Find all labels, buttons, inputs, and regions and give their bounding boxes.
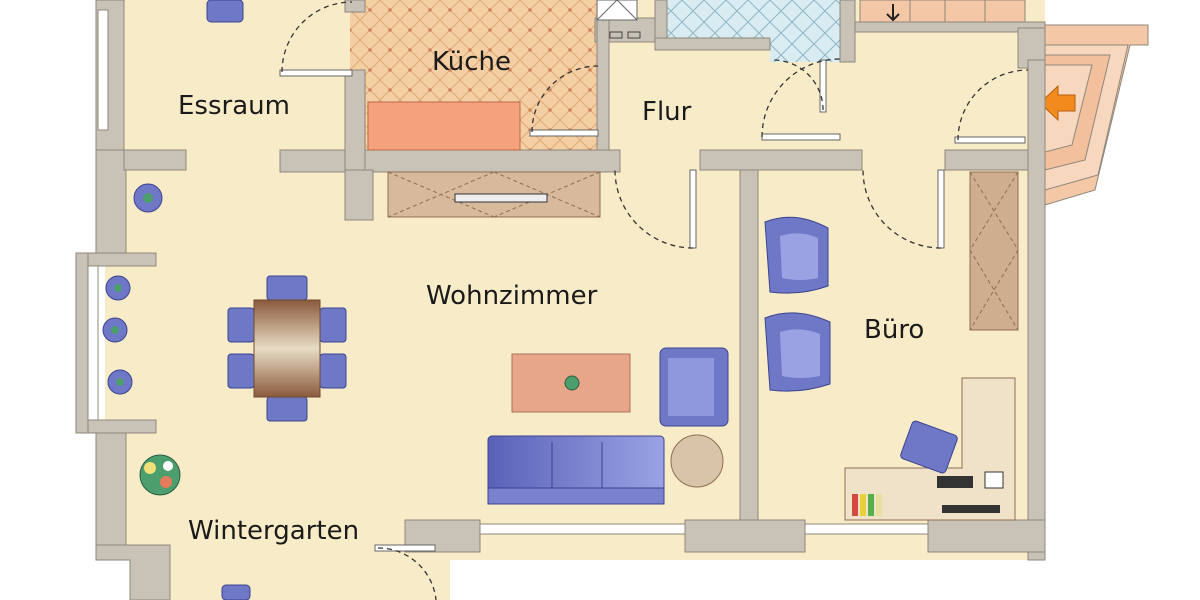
dining-chair-top: [206, 0, 244, 23]
desk-chair: [900, 420, 958, 474]
plant-essraum: [133, 183, 163, 213]
office-cabinet: [969, 171, 1019, 331]
window-west-upper: [97, 9, 109, 131]
office-armchair-1: [764, 216, 829, 294]
walls: [75, 0, 1046, 600]
room-label-wintergarten: Wintergarten: [188, 516, 359, 546]
room-label-kueche: Küche: [432, 47, 511, 77]
window-west: [87, 265, 99, 421]
plant-icon: [564, 375, 580, 391]
wintergarten-chair: [221, 584, 251, 600]
binders: [852, 494, 882, 516]
chimney: [596, 0, 641, 39]
window-planters: [102, 275, 133, 395]
keyboard: [937, 476, 973, 488]
dining-table: [227, 275, 347, 422]
bathroom-tile-floor-lower: [770, 0, 840, 62]
coffee-table: [511, 353, 631, 413]
room-label-wohnzimmer: Wohnzimmer: [426, 281, 598, 311]
sofa: [487, 435, 665, 505]
entrance-steps: [1039, 24, 1149, 206]
armchair: [659, 347, 729, 427]
round-side-table: [670, 434, 724, 488]
plant-wintergarten: [139, 454, 181, 496]
window-south-2: [804, 523, 929, 535]
window-south-1: [479, 523, 686, 535]
entrance-arrow-icon[interactable]: [1039, 84, 1076, 122]
office-armchair-2: [764, 312, 831, 392]
tv: [454, 193, 548, 203]
kitchen-counter: [367, 101, 521, 151]
monitor: [942, 505, 1000, 513]
doors: [279, 1, 1029, 600]
phone: [984, 471, 1004, 489]
stair-down-arrow-icon: [886, 4, 900, 22]
room-label-flur: Flur: [642, 97, 692, 127]
room-label-buero: Büro: [864, 315, 924, 345]
office-desk: [844, 377, 1016, 521]
room-label-essraum: Essraum: [178, 91, 290, 121]
tv-sideboard: [387, 171, 601, 218]
